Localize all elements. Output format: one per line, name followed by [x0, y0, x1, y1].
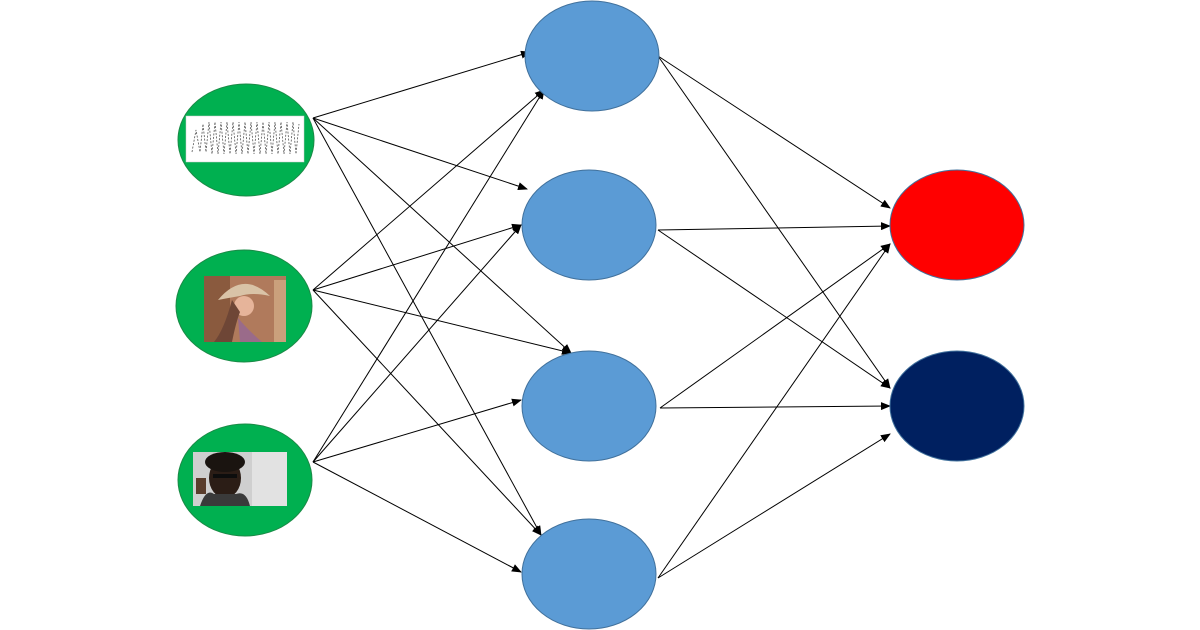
connection-edges [312, 50, 891, 579]
input-layer [175, 83, 315, 537]
edge-input-2-hidden-1 [312, 89, 545, 291]
edge-hidden-2-output-1 [657, 222, 891, 231]
edge-hidden-3-output-1 [659, 243, 891, 409]
edge-input-1-hidden-2 [312, 117, 528, 190]
edge-input-1-hidden-4 [312, 117, 542, 536]
edge-hidden-1-output-2 [657, 55, 891, 389]
edge-hidden-2-output-2 [657, 229, 891, 389]
edge-input-1-hidden-1 [312, 50, 531, 119]
output-node-red [889, 169, 1025, 281]
hidden-node-3 [521, 350, 657, 462]
edge-input-3-hidden-1 [312, 89, 545, 463]
output-node-navy [889, 350, 1025, 462]
hidden-layer [521, 0, 660, 630]
hidden-node-2 [521, 169, 657, 281]
output-layer [889, 169, 1025, 462]
hidden-node-1 [524, 0, 660, 112]
edge-input-3-hidden-3 [312, 398, 522, 463]
input-node-2 [175, 249, 313, 363]
input-node-1 [177, 83, 315, 197]
edge-input-2-hidden-2 [312, 223, 522, 291]
hidden-node-4 [521, 518, 657, 630]
waveform-icon [185, 115, 305, 163]
edge-input-2-hidden-3 [312, 289, 572, 355]
edge-input-2-hidden-4 [312, 289, 542, 536]
edge-hidden-4-output-1 [657, 243, 891, 579]
edge-hidden-3-output-2 [659, 402, 891, 411]
edge-hidden-4-output-2 [657, 433, 891, 579]
edge-hidden-1-output-1 [657, 55, 891, 209]
edge-input-3-hidden-2 [312, 224, 522, 463]
selfie-photo-icon [193, 452, 287, 506]
edge-input-1-hidden-3 [312, 117, 572, 354]
edge-input-3-hidden-4 [312, 461, 522, 573]
portrait-photo-icon [204, 276, 286, 342]
input-node-3 [177, 423, 313, 537]
